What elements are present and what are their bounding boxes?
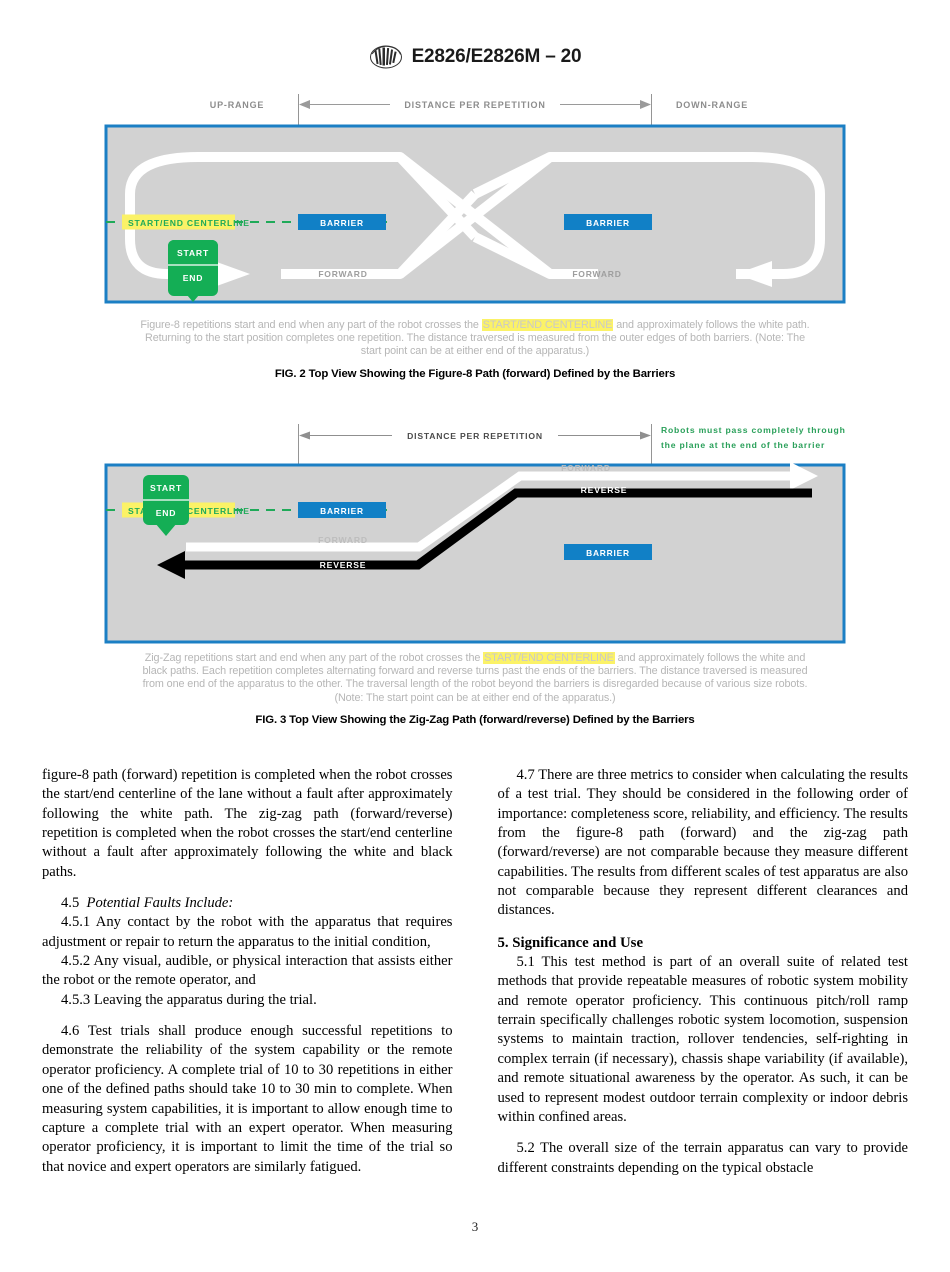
right-column: 4.7 There are three metrics to consider … bbox=[498, 766, 909, 1178]
forward-label-lower: FORWARD bbox=[318, 535, 368, 545]
end-label: END bbox=[156, 508, 177, 518]
figure-3-note-part2: and approximately follows the white and … bbox=[142, 652, 808, 704]
up-range-label: UP-RANGE bbox=[210, 100, 264, 110]
distance-per-repetition-label: DISTANCE PER REPETITION bbox=[407, 431, 543, 441]
reverse-arrowhead bbox=[157, 551, 185, 579]
path-crossing bbox=[396, 153, 554, 278]
start-end-marker: START END bbox=[143, 475, 189, 536]
figure-3: DISTANCE PER REPETITION Robots must pass… bbox=[0, 420, 950, 726]
barrier-left-label: BARRIER bbox=[320, 218, 364, 228]
figure-3-note-part1: Zig-Zag repetitions start and end when a… bbox=[144, 652, 484, 664]
forward-label-left: FORWARD bbox=[318, 269, 367, 279]
document-header: E2826/E2826M – 20 bbox=[0, 44, 950, 70]
figure-3-diagram: DISTANCE PER REPETITION Robots must pass… bbox=[104, 424, 846, 644]
figure-2-caption: FIG. 2 Top View Showing the Figure-8 Pat… bbox=[274, 367, 676, 380]
paragraph-4-7: 4.7 There are three metrics to consider … bbox=[497, 767, 909, 919]
figure-3-note: Zig-Zag repetitions start and end when a… bbox=[139, 652, 811, 705]
figure-3-caption: FIG. 3 Top View Showing the Zig-Zag Path… bbox=[255, 713, 695, 726]
barrier-left-label: BARRIER bbox=[320, 506, 364, 516]
body-columns: figure-8 path (forward) repetition is co… bbox=[42, 766, 908, 1178]
green-note-line-2: the plane at the end of the barrier bbox=[661, 440, 825, 450]
page-number: 3 bbox=[471, 1219, 479, 1234]
forward-arrowhead bbox=[790, 462, 818, 490]
paragraph-4-6: 4.6 Test trials shall produce enough suc… bbox=[42, 1023, 453, 1175]
paragraph-4-5-3: 4.5.3 Leaving the apparatus during the t… bbox=[61, 991, 317, 1008]
figure-2-note-part1: Figure-8 repetitions start and end when … bbox=[140, 319, 482, 331]
start-end-pointer-icon bbox=[155, 523, 177, 536]
barrier-right bbox=[564, 544, 652, 560]
figure-2: UP-RANGE DOWN-RANGE DISTANCE PER REPETIT… bbox=[0, 90, 950, 380]
reverse-label-lower: REVERSE bbox=[320, 560, 367, 570]
astm-logo-icon bbox=[369, 45, 402, 69]
zigzag-black-path bbox=[185, 488, 812, 570]
dimension-arrow bbox=[299, 431, 651, 440]
start-end-pointer-icon bbox=[181, 288, 205, 302]
figure-2-note-highlight: START/END CENTERLINE bbox=[481, 319, 614, 331]
figure-3-note-highlight: START/END CENTERLINE bbox=[483, 652, 615, 664]
reverse-label-upper: REVERSE bbox=[581, 485, 628, 495]
centerline-label-highlight bbox=[122, 214, 235, 230]
centerline-label: START/END CENTERLINE bbox=[128, 218, 250, 228]
barrier-left bbox=[298, 214, 386, 230]
section-5-heading: 5. Significance and Use bbox=[497, 934, 644, 951]
end-label: END bbox=[183, 273, 204, 283]
paragraph-4-5-2: 4.5.2 Any visual, audible, or physical i… bbox=[42, 953, 453, 989]
start-end-marker: START END bbox=[168, 240, 218, 302]
forward-arrow-left bbox=[214, 261, 250, 287]
distance-per-repetition-label: DISTANCE PER REPETITION bbox=[404, 100, 545, 110]
paragraph-4-5-title: Potential Faults Include: bbox=[86, 895, 234, 912]
paragraph-5-1: 5.1 This test method is part of an overa… bbox=[497, 954, 909, 1125]
start-label: START bbox=[150, 483, 182, 493]
paragraph-continued: figure-8 path (forward) repetition is co… bbox=[42, 767, 453, 880]
barrier-right-label: BARRIER bbox=[586, 548, 630, 558]
dimension-arrow bbox=[299, 100, 651, 109]
paragraph-4-5: 4.5 Potential Faults Include: bbox=[42, 894, 453, 913]
paragraph-5-2: 5.2 The overall size of the terrain appa… bbox=[497, 1140, 909, 1176]
barrier-right-label: BARRIER bbox=[586, 218, 630, 228]
figure-2-diagram: UP-RANGE DOWN-RANGE DISTANCE PER REPETIT… bbox=[104, 94, 846, 304]
left-column: figure-8 path (forward) repetition is co… bbox=[42, 766, 453, 1178]
standard-designation: E2826/E2826M – 20 bbox=[411, 46, 582, 67]
start-label: START bbox=[177, 248, 209, 258]
zigzag-white-path bbox=[186, 471, 790, 552]
forward-label-right: FORWARD bbox=[572, 269, 621, 279]
figure-2-note: Figure-8 repetitions start and end when … bbox=[139, 319, 811, 359]
paragraph-4-5-number: 4.5 bbox=[61, 895, 80, 912]
forward-arrow-right bbox=[736, 261, 772, 287]
down-range-label: DOWN-RANGE bbox=[676, 100, 748, 110]
forward-label-upper: FORWARD bbox=[561, 463, 611, 473]
paragraph-4-5-1: 4.5.1 Any contact by the robot with the … bbox=[42, 914, 453, 950]
barrier-right bbox=[564, 214, 652, 230]
figure-8-path bbox=[125, 152, 825, 279]
green-note-line-1: Robots must pass completely through bbox=[661, 425, 846, 435]
figure-2-note-part2: and approximately follows the white path… bbox=[145, 319, 810, 358]
barrier-left bbox=[298, 502, 386, 518]
